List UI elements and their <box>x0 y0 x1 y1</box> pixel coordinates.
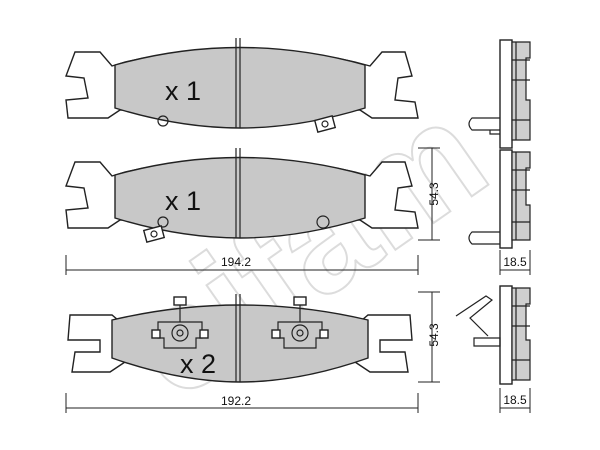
height-dimension-lower: 54.3 <box>418 291 441 383</box>
width-label-lower: 192.2 <box>221 394 251 408</box>
wear-indicator-hole-right <box>316 215 330 229</box>
quantity-label-pad-3: x 2 <box>180 349 216 379</box>
width-dimension-upper: 194.2 <box>65 255 419 275</box>
height-label-upper: 54.3 <box>427 182 441 206</box>
anti-rattle-clip-left <box>151 296 209 349</box>
width-dimension-lower: 192.2 <box>65 393 419 413</box>
quantity-label-pad-1: x 1 <box>165 76 201 106</box>
side-view-3 <box>455 285 531 385</box>
thickness-dimension-upper: 18.5 <box>499 250 531 275</box>
side-view-1 <box>468 39 531 149</box>
wear-sensor-clip <box>313 115 337 133</box>
brake-pad-3: x 2 <box>67 294 413 383</box>
brake-pad-2: x 1 <box>65 148 419 243</box>
quantity-label-pad-2: x 1 <box>165 186 201 216</box>
wear-sensor-clip <box>142 225 166 243</box>
height-label-lower: 54.3 <box>427 323 441 347</box>
width-label-upper: 194.2 <box>221 255 251 269</box>
anti-rattle-clip-right <box>271 296 329 349</box>
height-dimension-upper: 54.3 <box>418 147 441 241</box>
wear-indicator-hole <box>157 216 169 228</box>
brake-pad-1: x 1 <box>65 38 419 133</box>
thickness-dimension-lower: 18.5 <box>499 388 531 413</box>
wear-indicator-hole <box>157 115 169 127</box>
side-view-2 <box>468 149 531 249</box>
thickness-label-lower: 18.5 <box>503 393 527 407</box>
thickness-label-upper: 18.5 <box>503 255 527 269</box>
